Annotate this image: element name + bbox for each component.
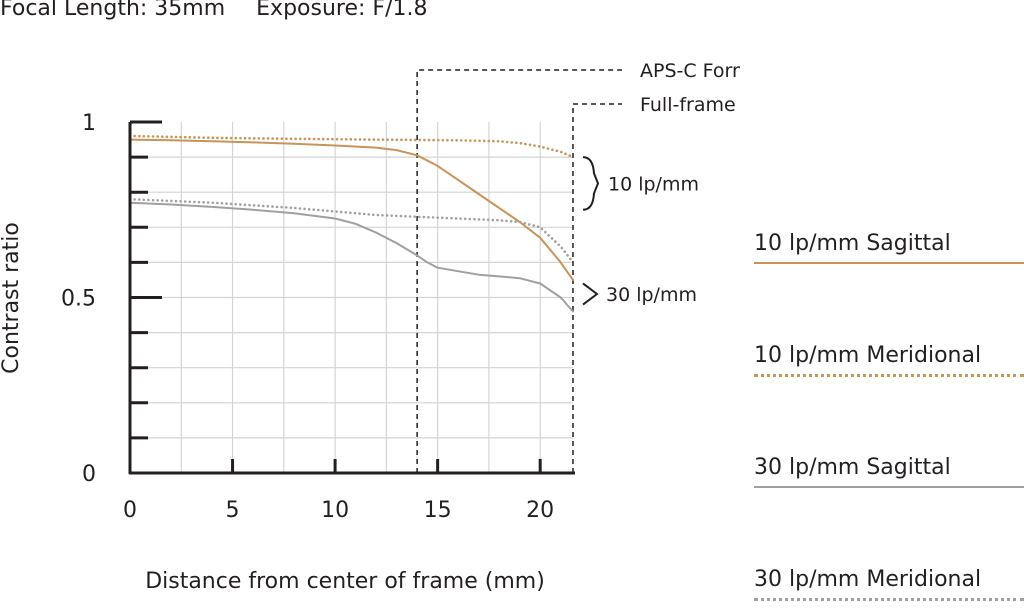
x-tick-label: 5 [226, 498, 240, 523]
series-line [129, 138, 574, 281]
y-tick-label: 1 [82, 111, 96, 136]
legend-swatch [754, 486, 1024, 488]
series-line [128, 134, 575, 159]
format-marker-label: Full-frame Format [640, 94, 740, 116]
legend-item-30-meridional: 30 lp/mm Meridional [754, 567, 1024, 601]
y-axis-label: Contrast ratio [0, 222, 24, 374]
legend-item-10-meridional: 10 lp/mm Meridional [754, 343, 1024, 377]
legend-swatch [754, 598, 1024, 601]
legend-label: 30 lp/mm Sagittal [754, 455, 951, 480]
legend-swatch [754, 374, 1024, 377]
legend-label: 30 lp/mm Meridional [754, 567, 982, 592]
format-marker-line [416, 69, 622, 473]
legend-label: 10 lp/mm Meridional [754, 343, 982, 368]
x-tick-label: 10 [321, 498, 349, 523]
x-tick-label: 20 [526, 498, 554, 523]
y-tick-label: 0.5 [61, 287, 96, 312]
x-tick-label: 0 [123, 498, 137, 523]
group-label-30: 30 lp/mm [606, 284, 697, 306]
legend-item-10-sagittal: 10 lp/mm Sagittal [754, 231, 1024, 264]
group-bracket-10 [582, 156, 600, 211]
group-label-10: 10 lp/mm [608, 173, 699, 195]
x-axis-label: Distance from center of frame (mm) [145, 569, 545, 594]
series-line [129, 201, 574, 313]
legend-label: 10 lp/mm Sagittal [754, 231, 951, 256]
exposure-label: Exposure: F/1.8 [256, 0, 428, 21]
legend-swatch [754, 262, 1024, 264]
format-marker-label: APS-C Format [640, 60, 740, 82]
format-marker-line [572, 103, 622, 473]
legend-item-30-sagittal: 30 lp/mm Sagittal [754, 455, 1024, 488]
series-line [128, 197, 575, 264]
mtf-chart: APS-C FormatFull-frame Format 0 5 10 15 20 0 0.… [0, 60, 740, 594]
chart-header: Focal Length: 35mm Exposure: F/1.8 [0, 0, 451, 21]
focal-length-label: Focal Length: 35mm [0, 0, 226, 21]
group-bracket-30 [582, 282, 599, 306]
x-tick-label: 15 [424, 498, 452, 523]
y-tick-label: 0 [82, 462, 96, 487]
